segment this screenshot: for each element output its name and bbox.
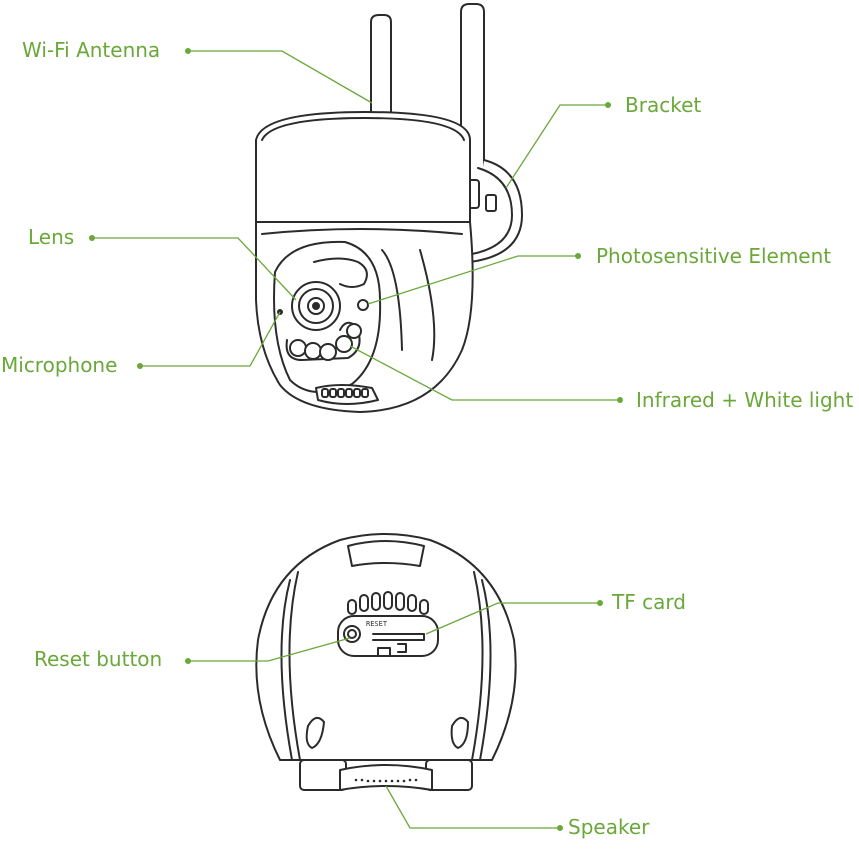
dot-speaker [557,825,563,831]
dot-bracket [605,102,611,108]
label-infrared-white: Infrared + White light [636,388,854,412]
bottom-vent-slots [347,591,429,615]
dot-tf-card [597,600,603,606]
label-lens: Lens [28,225,75,249]
leader-photosensitive [367,255,578,305]
dot-microphone [137,363,143,369]
speaker-dots-bottom [354,778,418,783]
leader-lens [92,237,297,301]
leader-microphone [140,311,281,367]
label-microphone: Microphone [1,353,118,377]
dot-lens [89,235,95,241]
leader-wifi-antenna [188,50,373,104]
leader-infrared [349,345,620,401]
bottom-view-body [255,533,517,791]
photosensitive-shape [357,299,369,311]
label-speaker: Speaker [568,815,650,839]
dot-reset [185,658,191,664]
ir-led-array [285,321,362,361]
label-tf-card: TF card [612,590,686,614]
leader-tf-card [425,602,600,635]
label-reset-button: Reset button [34,647,163,671]
leader-bracket [505,104,608,189]
leader-speaker [385,785,560,829]
antenna-left [370,14,392,113]
label-bracket: Bracket [625,93,702,117]
speaker-grille-top [315,384,379,405]
tf-card-panel [337,615,439,657]
camera-top-cap [255,111,471,223]
bracket-shape [464,159,523,263]
reset-engraving: RESET [366,620,388,628]
dot-wifi-antenna [185,48,191,54]
label-wifi-antenna: Wi-Fi Antenna [22,38,161,62]
label-photosensitive: Photosensitive Element [596,244,832,268]
dot-photosensitive [575,253,581,259]
dot-infrared [617,397,623,403]
leader-reset [188,637,351,662]
lens-shape [291,281,341,331]
